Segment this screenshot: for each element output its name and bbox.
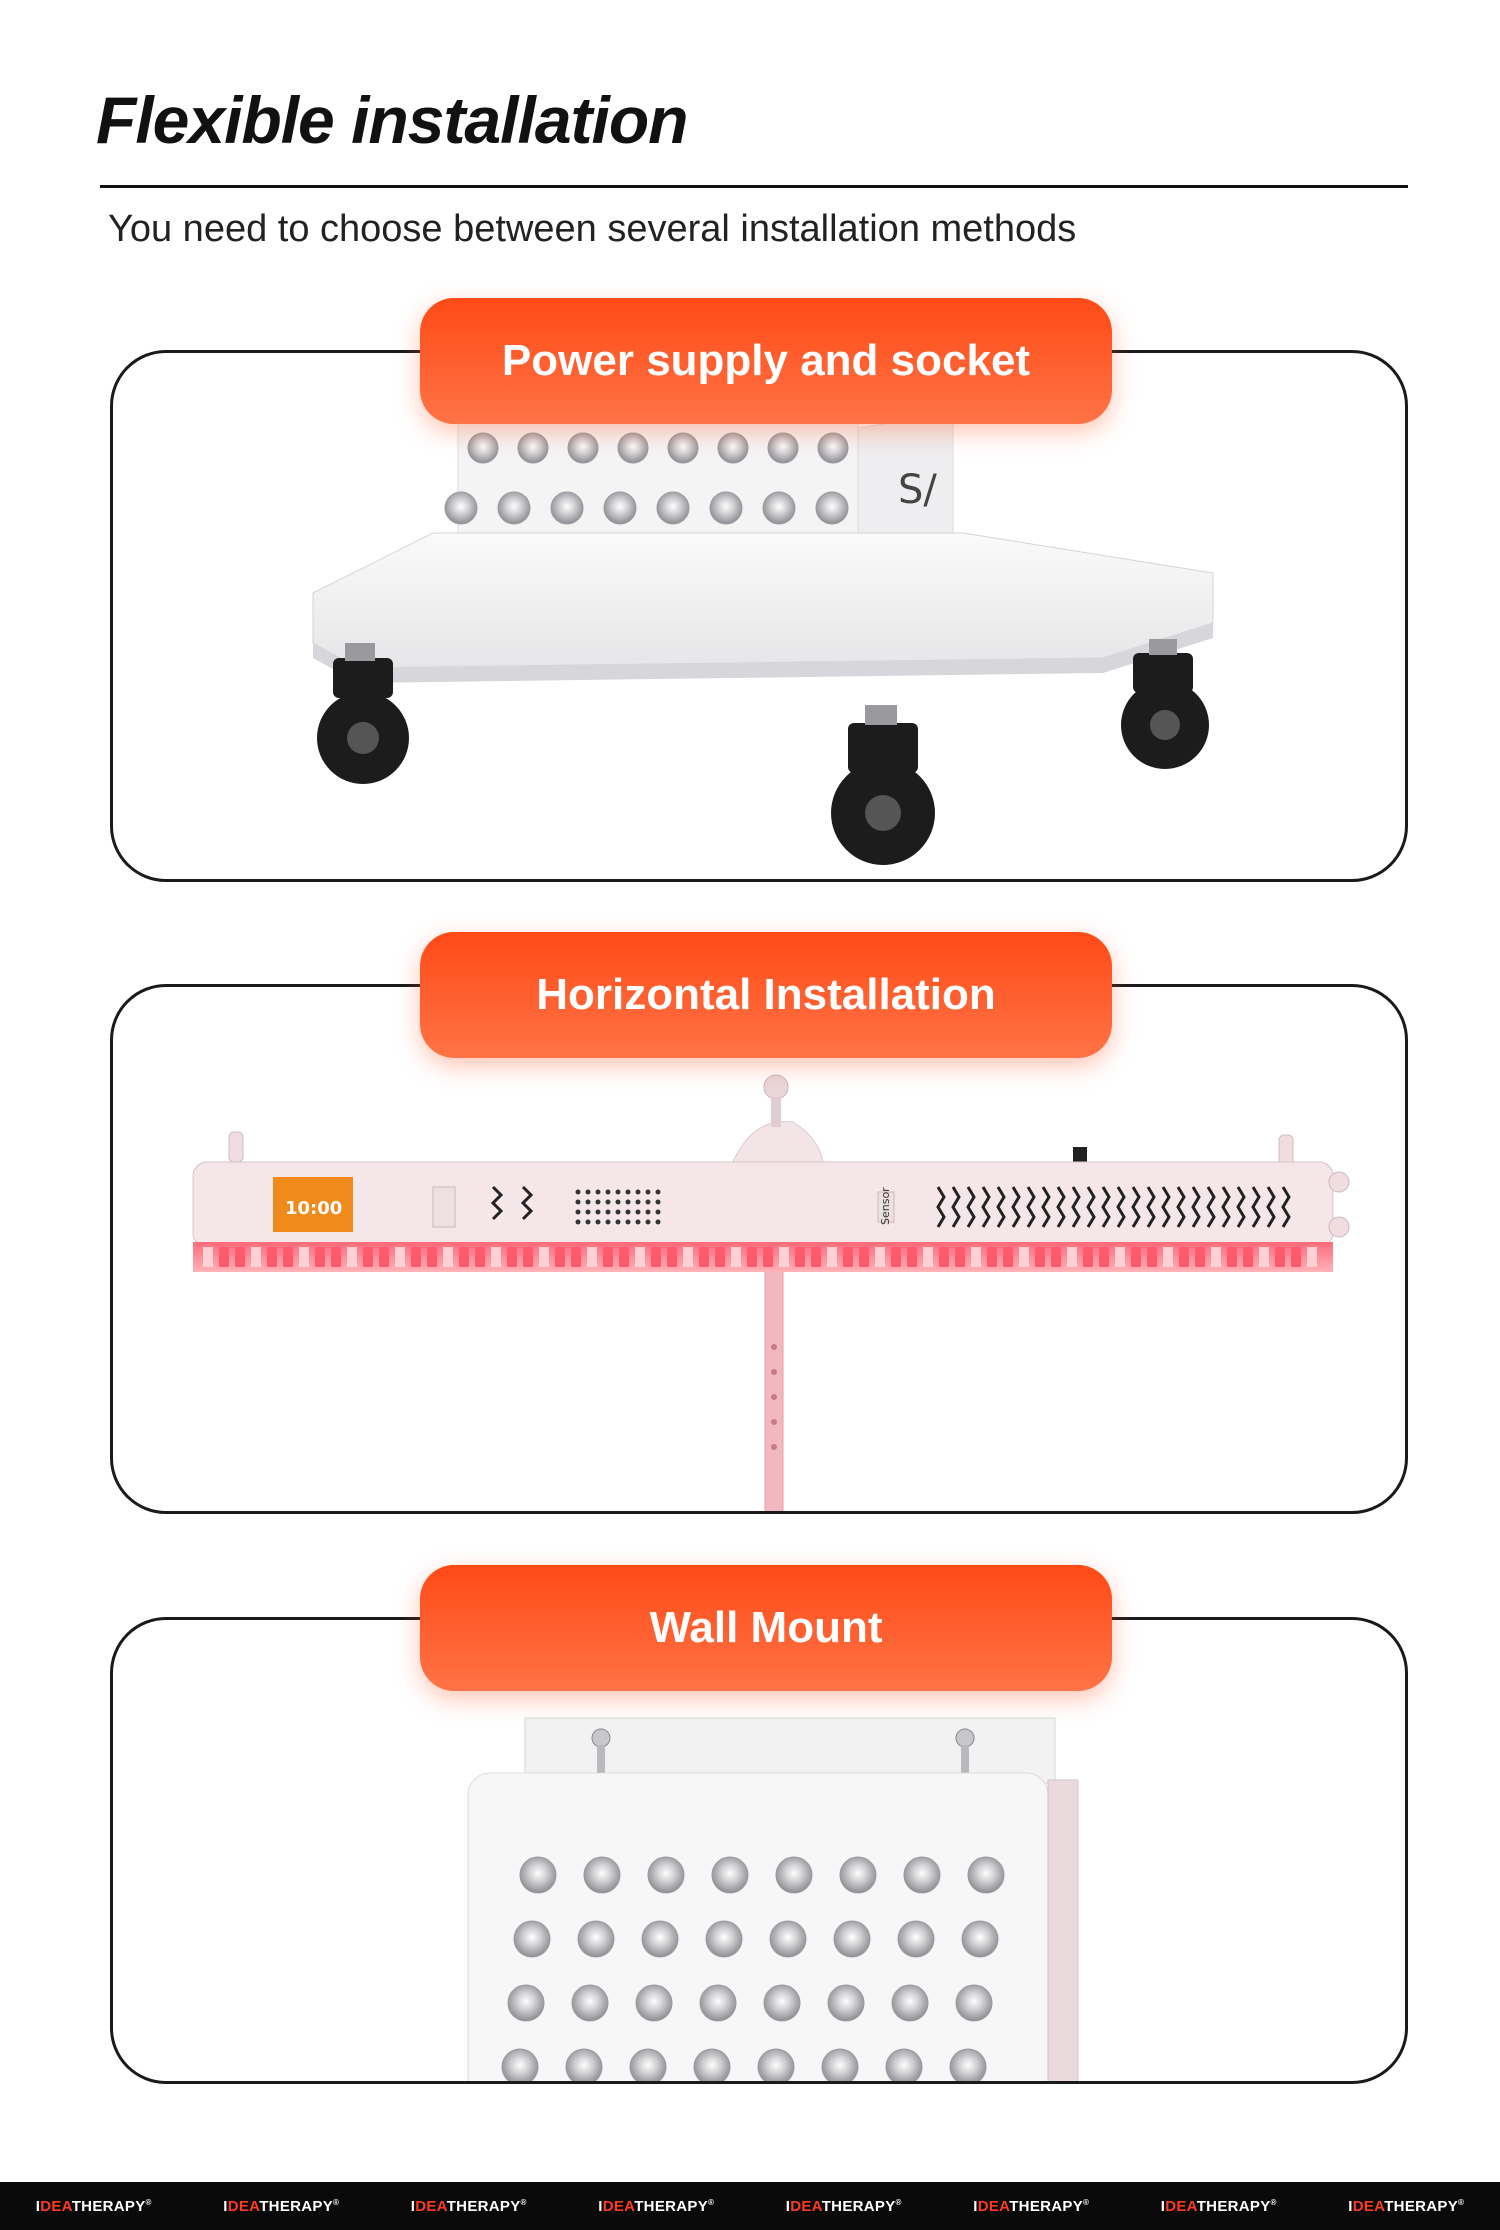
svg-text:S/: S/ [898,467,937,513]
card-horizontal: 10:00 Sensor [110,984,1408,1514]
brand-logo: IDEATHERAPY® [223,2197,340,2215]
brand-logo: IDEATHERAPY® [785,2197,902,2215]
brand-footer: IDEATHERAPY® IDEATHERAPY® IDEATHERAPY® IDEA… [0,2182,1500,2230]
brand-logo: IDEATHERAPY® [1348,2197,1465,2215]
panel-screen-time: 10:00 [285,1198,342,1219]
card-wall-mount [110,1617,1408,2084]
wall-mount-image [467,1717,1079,2081]
mobile-stand-image: S/ [312,353,1214,865]
panel-sensor-label: Sensor [879,1187,892,1225]
page-subtitle: You need to choose between several insta… [108,208,1077,250]
brand-logo: IDEATHERAPY® [973,2197,1090,2215]
section-label-power-supply: Power supply and socket [420,298,1112,424]
page-title: Flexible installation [96,83,688,157]
card-power-supply: S/ [110,350,1408,882]
section-label-wall-mount: Wall Mount [420,1565,1112,1691]
brand-logo: IDEATHERAPY® [410,2197,527,2215]
brand-logo: IDEATHERAPY® [1160,2197,1277,2215]
horizontal-panel-image: 10:00 Sensor [192,1074,1350,1511]
brand-logo: IDEATHERAPY® [598,2197,715,2215]
brand-logo: IDEATHERAPY® [35,2197,152,2215]
section-label-horizontal: Horizontal Installation [420,932,1112,1058]
title-divider [100,185,1408,188]
